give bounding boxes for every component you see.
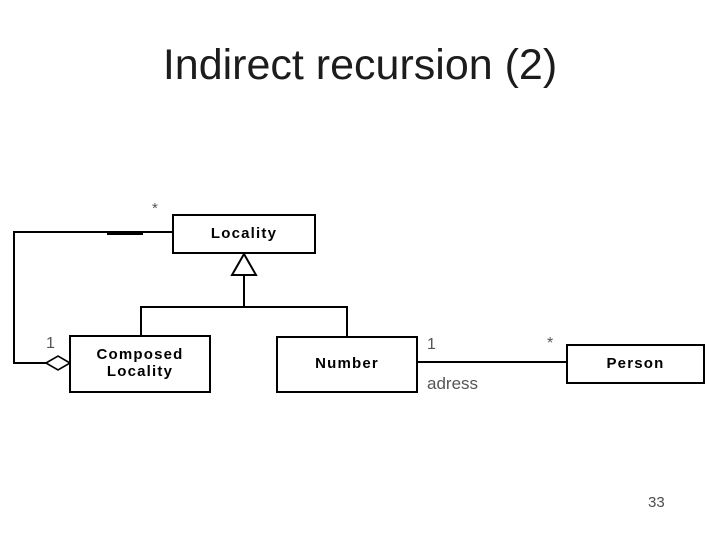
class-name-label: Person bbox=[606, 354, 665, 372]
aggregation-line-left bbox=[13, 231, 15, 364]
aggregation-line-top-thick-segment bbox=[107, 231, 143, 235]
association-name-label: adress bbox=[427, 374, 479, 393]
page-number: 33 bbox=[648, 494, 665, 511]
multiplicity-star-locality: * bbox=[152, 200, 158, 217]
uml-class-locality: Locality bbox=[172, 214, 316, 254]
association-line-number-person bbox=[418, 361, 566, 363]
generalization-crossbar bbox=[140, 306, 348, 308]
aggregation-line-top bbox=[13, 231, 172, 233]
multiplicity-star-person: * bbox=[547, 335, 554, 352]
class-name-label-line1: Composed bbox=[96, 346, 184, 364]
class-name-label: Number bbox=[315, 355, 379, 373]
class-name-label: Locality bbox=[210, 224, 278, 242]
generalization-stem bbox=[243, 275, 245, 308]
generalization-branch-right bbox=[346, 306, 348, 338]
class-name-label-line2: Locality bbox=[106, 363, 174, 380]
multiplicity-one-aggregation: 1 bbox=[46, 335, 55, 352]
generalization-triangle-icon bbox=[230, 252, 258, 276]
uml-class-person: Person bbox=[566, 344, 705, 384]
slide-title: Indirect recursion (2) bbox=[162, 41, 558, 89]
multiplicity-one-number: 1 bbox=[427, 336, 436, 353]
aggregation-diamond-icon bbox=[45, 355, 71, 371]
generalization-branch-left bbox=[140, 306, 142, 337]
uml-class-number: Number bbox=[276, 336, 418, 393]
uml-class-composed-locality: Composed Locality bbox=[69, 335, 211, 393]
aggregation-line-bottom bbox=[13, 362, 47, 364]
